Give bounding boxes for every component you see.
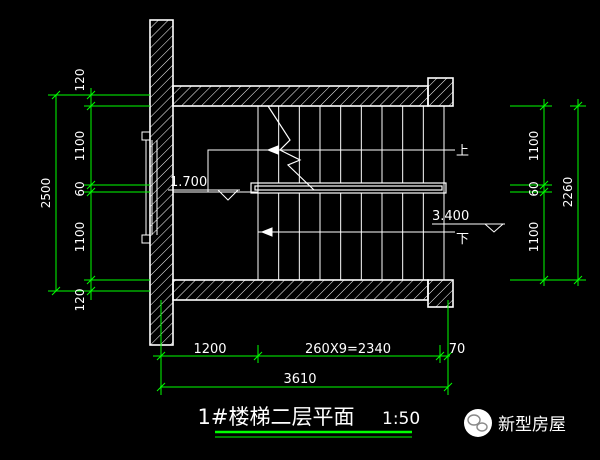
dim-right-lower: 1100 <box>527 222 541 253</box>
walls <box>149 19 454 346</box>
level-mark-floor <box>432 223 505 233</box>
window-west <box>141 131 158 244</box>
dim-left-bottom: 120 <box>73 289 87 312</box>
dim-right-total: 2260 <box>561 177 575 208</box>
handrail <box>250 182 447 194</box>
dimension-bottom <box>153 300 453 395</box>
break-line <box>267 105 315 191</box>
column-ne <box>427 77 454 107</box>
wall-south <box>172 279 429 301</box>
drawing-scale: 1:50 <box>382 409 420 429</box>
direction-up-arrow <box>207 145 455 192</box>
dim-right-upper: 1100 <box>527 131 541 162</box>
dim-bottom-total: 3610 <box>283 372 316 387</box>
wall-north <box>172 85 429 107</box>
level-landing-text: 1.700 <box>170 175 207 190</box>
watermark-text: 新型房屋 <box>498 415 566 435</box>
label-down: 下 <box>456 232 469 247</box>
drawing-title: 1#楼梯二层平面 <box>198 405 355 429</box>
direction-down-arrow <box>258 227 455 237</box>
dim-left-total: 2500 <box>39 178 53 209</box>
dim-left-middle: 60 <box>73 181 87 196</box>
dimension-right <box>510 99 586 286</box>
dim-right-middle: 60 <box>527 181 541 196</box>
stair-treads <box>278 106 424 280</box>
dim-bottom-treads: 260X9=2340 <box>305 342 391 357</box>
dim-left-top: 120 <box>73 69 87 92</box>
wechat-icon <box>464 409 492 437</box>
dim-bottom-end: 70 <box>449 342 466 357</box>
level-floor-text: 3.400 <box>432 209 469 224</box>
level-mark-landing <box>168 189 240 201</box>
dimension-left <box>48 88 150 300</box>
label-up: 上 <box>456 144 469 159</box>
dim-left-lower: 1100 <box>73 222 87 253</box>
column-se <box>427 279 454 308</box>
dim-left-upper: 1100 <box>73 131 87 162</box>
dim-bottom-landing: 1200 <box>193 342 226 357</box>
